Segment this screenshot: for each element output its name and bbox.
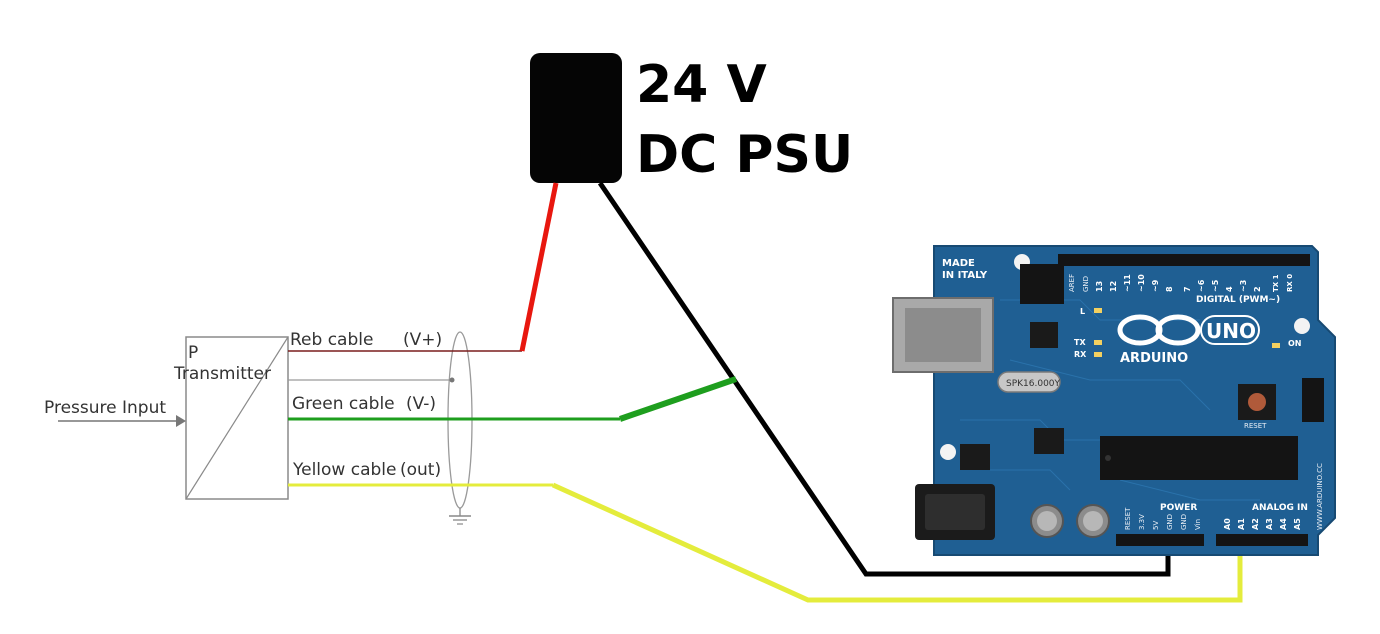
atmega-chip bbox=[1100, 436, 1298, 480]
infinity-icon-right bbox=[1155, 314, 1201, 346]
yellow-wire bbox=[551, 482, 1243, 603]
power-label: POWER bbox=[1160, 503, 1197, 513]
pin-label: ~3 bbox=[1239, 280, 1248, 292]
green-cable-tag: (V-) bbox=[406, 394, 436, 414]
pin-label: RESET bbox=[1124, 507, 1132, 530]
led-rx bbox=[1094, 352, 1102, 357]
red-cable-label: Reb cable bbox=[290, 330, 373, 350]
analog-header bbox=[1216, 534, 1308, 546]
brand-label: ARDUINO bbox=[1120, 351, 1188, 366]
website-label: WWW.ARDUINO.CC bbox=[1316, 463, 1324, 530]
power-pin-labels: RESET 3.3V 5V GND GND Vin bbox=[1124, 507, 1202, 530]
l-label: L bbox=[1080, 307, 1085, 316]
pin-label: 4 bbox=[1225, 286, 1234, 292]
pin-label: ~9 bbox=[1151, 279, 1160, 292]
digital-pin-labels: AREF GND 13 12 ~11 ~10 ~9 8 7 ~6 ~5 4 ~3… bbox=[1068, 274, 1294, 292]
pin-label: A3 bbox=[1265, 518, 1274, 530]
psu-label-line2: DC PSU bbox=[636, 125, 853, 185]
crystal bbox=[997, 371, 1061, 393]
dc-jack-inner bbox=[925, 494, 985, 530]
pin-label: 13 bbox=[1095, 281, 1104, 292]
model-label: UNO bbox=[1206, 319, 1256, 343]
green-cable-label: Green cable bbox=[292, 394, 395, 414]
red-cable-tag: (V+) bbox=[403, 330, 442, 350]
tx-label: TX bbox=[1074, 338, 1086, 347]
pin-label: GND bbox=[1180, 514, 1188, 530]
pin-label: AREF bbox=[1068, 274, 1076, 292]
crystal-label: SPK16.000Y bbox=[1006, 379, 1061, 389]
pin-label: GND bbox=[1082, 276, 1090, 292]
icsp-header bbox=[1302, 378, 1324, 422]
red-wire bbox=[519, 182, 559, 352]
mount-hole bbox=[940, 444, 956, 460]
psu-box bbox=[530, 53, 622, 183]
arduino-logo bbox=[1117, 314, 1260, 346]
yellow-cable-tag: (out) bbox=[400, 460, 441, 480]
psu-label-line1: 24 V bbox=[636, 55, 767, 115]
usb-connector-inner bbox=[905, 308, 981, 362]
transmitter-symbol: P bbox=[188, 343, 198, 363]
mount-hole bbox=[1294, 318, 1310, 334]
pin-label: 3.3V bbox=[1138, 514, 1146, 530]
made-in-label: IN ITALY bbox=[942, 270, 988, 281]
analog-pin-labels: A0 A1 A2 A3 A4 A5 bbox=[1223, 518, 1302, 530]
pin-label: TX 1 bbox=[1272, 274, 1280, 292]
pin-label: 5V bbox=[1152, 521, 1160, 530]
reset-button-cap bbox=[1248, 393, 1266, 411]
pressure-input-label: Pressure Input bbox=[44, 398, 166, 418]
led-tx bbox=[1094, 340, 1102, 345]
shield-node bbox=[449, 377, 455, 383]
pin-label: A4 bbox=[1279, 518, 1288, 530]
yellow-cable-label: Yellow cable bbox=[292, 460, 396, 480]
arduino-board: SPK16.000Y MADE IN ITAL bbox=[892, 245, 1336, 556]
usb-chip bbox=[1030, 322, 1058, 348]
pin-label: A0 bbox=[1223, 518, 1232, 530]
uno-badge bbox=[1200, 315, 1260, 345]
pin-label: Vin bbox=[1194, 519, 1202, 530]
pin-label: ~5 bbox=[1211, 279, 1220, 292]
analog-label: ANALOG IN bbox=[1252, 503, 1308, 513]
atmega-notch bbox=[1105, 455, 1111, 461]
pressure-input-arrow bbox=[176, 415, 186, 427]
pin-label: A5 bbox=[1293, 518, 1302, 530]
transmitter-diagonal bbox=[185, 336, 289, 500]
pin-label: ~11 bbox=[1123, 274, 1132, 292]
psu: 24 V DC PSU bbox=[530, 53, 853, 185]
pin-label: 7 bbox=[1183, 286, 1192, 292]
pin-label: RX 0 bbox=[1286, 274, 1294, 292]
reset-label: RESET bbox=[1244, 422, 1267, 430]
pin-label: 2 bbox=[1253, 286, 1262, 292]
pin-label: GND bbox=[1166, 514, 1174, 530]
capacitor-top bbox=[1083, 511, 1103, 531]
on-label: ON bbox=[1288, 339, 1302, 348]
icsp-header bbox=[1020, 264, 1064, 304]
made-label: MADE bbox=[942, 258, 975, 269]
led-on bbox=[1272, 343, 1280, 348]
voltage-regulator bbox=[960, 444, 990, 470]
rx-label: RX bbox=[1074, 350, 1087, 359]
pin-label: 8 bbox=[1165, 286, 1174, 292]
pin-label: ~6 bbox=[1197, 279, 1206, 292]
capacitor-top bbox=[1037, 511, 1057, 531]
power-header bbox=[1116, 534, 1204, 546]
transmitter-title: Transmitter bbox=[173, 364, 271, 384]
regulator-chip bbox=[1034, 428, 1064, 454]
green-wire bbox=[619, 376, 737, 422]
pin-label: ~10 bbox=[1137, 274, 1146, 292]
digital-header bbox=[1058, 254, 1310, 266]
pin-label: A2 bbox=[1251, 518, 1260, 530]
digital-label: DIGITAL (PWM~) bbox=[1196, 295, 1280, 305]
transmitter: P Transmitter Pressure Input bbox=[44, 336, 289, 500]
cable-shield bbox=[288, 331, 473, 525]
pin-label: 12 bbox=[1109, 281, 1118, 292]
pin-label: A1 bbox=[1237, 518, 1246, 530]
led-l bbox=[1094, 308, 1102, 313]
